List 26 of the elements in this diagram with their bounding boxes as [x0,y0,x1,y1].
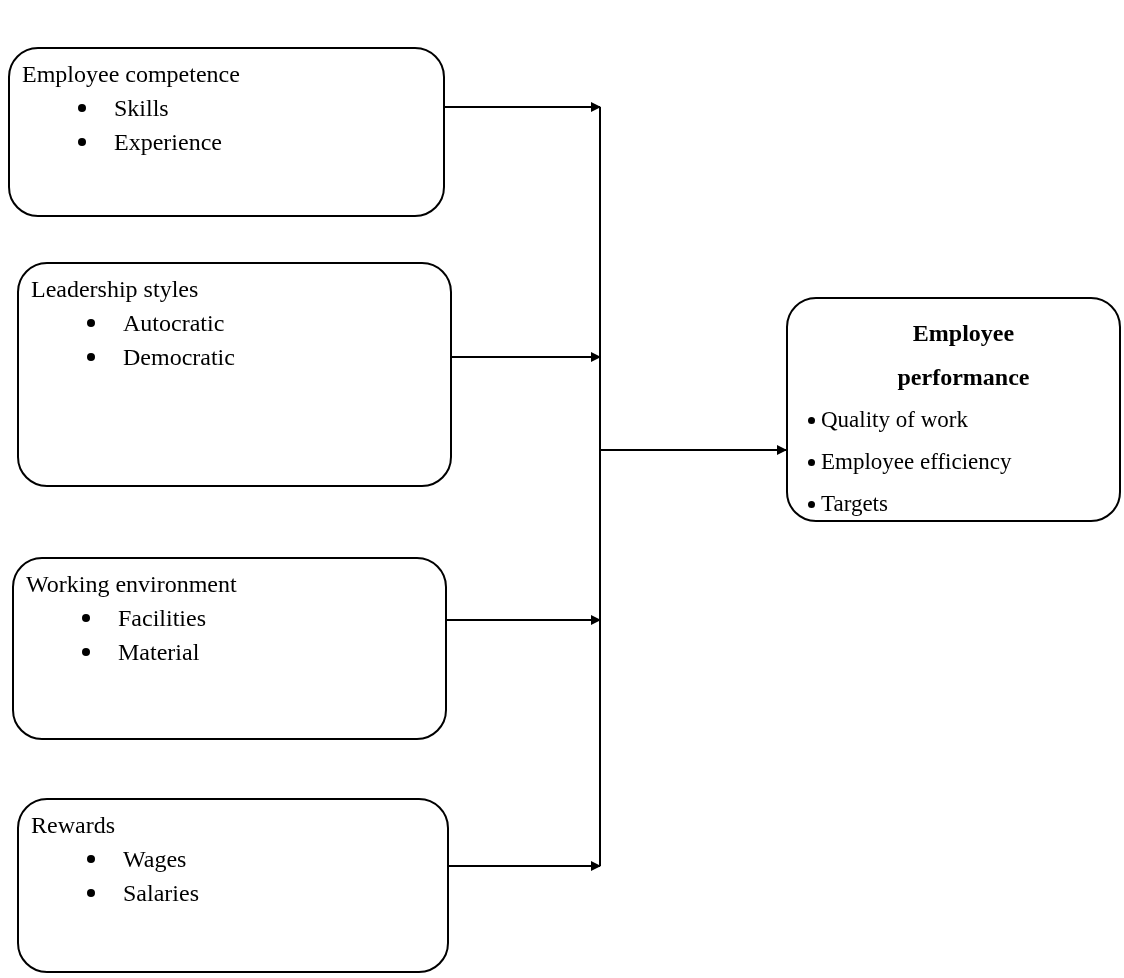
bullet-item: Democratic [123,343,235,372]
box-heading: Rewards [31,811,115,840]
arrow [444,102,601,112]
arrow [599,106,787,867]
rounded-box [17,798,449,973]
rounded-box [786,297,1121,522]
bullet-item: Material [118,638,200,667]
arrow [451,352,601,362]
box-heading: Working environment [26,570,237,599]
bullet-item: Targets [821,490,888,518]
rounded-box [12,557,447,740]
bullet-item: Quality of work [821,406,968,434]
bullet-item: Autocratic [123,309,225,338]
bullet-item: Employee efficiency [821,448,1012,476]
rounded-box [17,262,452,487]
bullet-item: Facilities [118,604,206,633]
rounded-box [8,47,445,217]
bullet-item: Experience [114,128,222,157]
box-heading: Leadership styles [31,275,199,304]
bullet-item: Salaries [123,879,199,908]
arrow [448,861,601,871]
box-heading: Employee performance [896,319,1031,392]
box-heading: Employee competence [22,60,240,89]
bullet-item: Skills [114,94,169,123]
bullet-item: Wages [123,845,187,874]
arrow [446,615,601,625]
